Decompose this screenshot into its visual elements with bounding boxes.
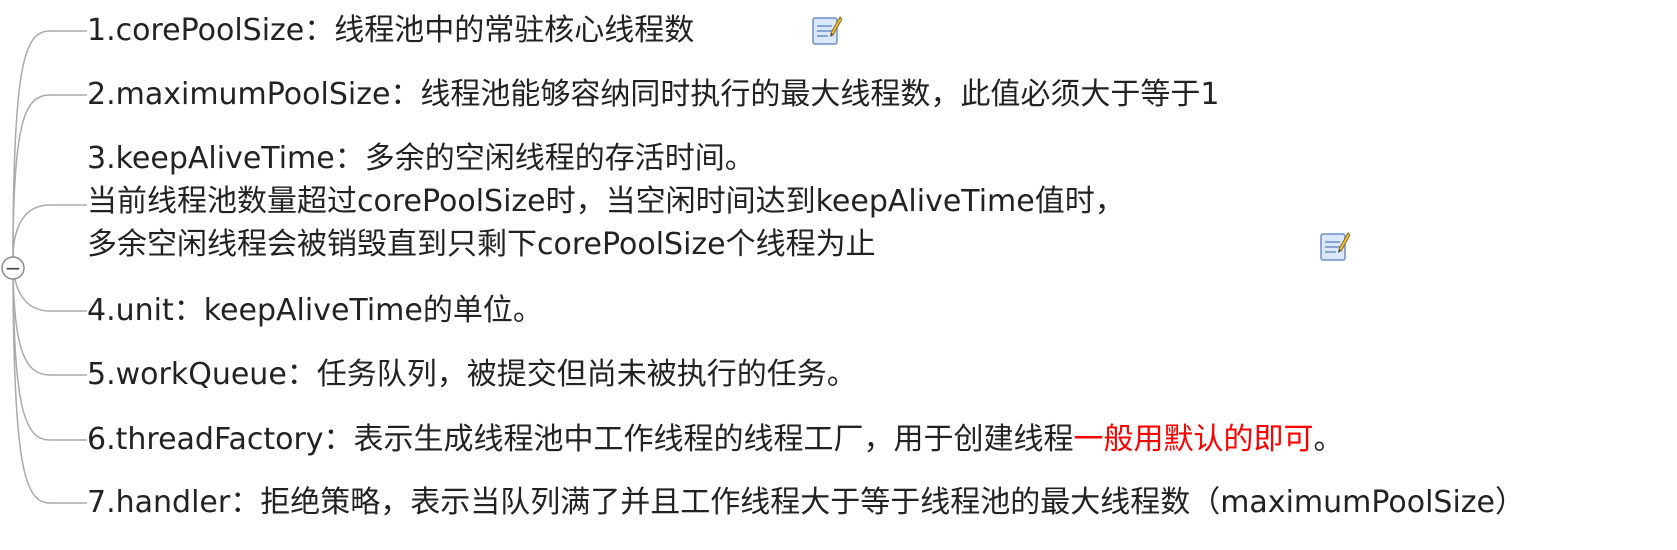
topic-tail: 。 — [1313, 422, 1344, 457]
topic-highlight: 一般用默认的即可 — [1073, 422, 1314, 457]
topic-label: 4.unit：keepAliveTime的单位。 — [87, 293, 543, 328]
note-icon[interactable] — [1318, 229, 1350, 263]
topic-label: 1.corePoolSize：线程池中的常驻核心线程数 — [87, 13, 695, 48]
collapse-symbol: − — [5, 256, 22, 280]
topic-unit[interactable]: 4.unit：keepAliveTime的单位。 — [87, 289, 543, 332]
topic-label: 2.maximumPoolSize：线程池能够容纳同时执行的最大线程数，此值必须… — [87, 77, 1220, 112]
connector-6 — [12, 259, 87, 441]
connector-3 — [12, 204, 87, 261]
topic-label-line: 当前线程池数量超过corePoolSize时，当空闲时间达到keepAliveT… — [87, 184, 1125, 219]
topic-label: 6.threadFactory：表示生成线程池中工作线程的线程工厂，用于创建线程 — [87, 422, 1074, 457]
topic-keep-alive-time[interactable]: 3.keepAliveTime：多余的空闲线程的存活时间。 当前线程池数量超过c… — [87, 137, 1125, 266]
topic-thread-factory[interactable]: 6.threadFactory：表示生成线程池中工作线程的线程工厂，用于创建线程… — [87, 418, 1344, 461]
topic-maximum-pool-size[interactable]: 2.maximumPoolSize：线程池能够容纳同时执行的最大线程数，此值必须… — [87, 73, 1220, 116]
note-icon[interactable] — [810, 13, 842, 47]
topic-label-line: 3.keepAliveTime：多余的空闲线程的存活时间。 — [87, 141, 755, 176]
collapse-toggle[interactable]: − — [1, 256, 25, 280]
topic-work-queue[interactable]: 5.workQueue：任务队列，被提交但尚未被执行的任务。 — [87, 353, 857, 396]
topic-handler[interactable]: 7.handler：拒绝策略，表示当队列满了并且工作线程大于等于线程池的最大线程… — [87, 481, 1525, 524]
topic-core-pool-size[interactable]: 1.corePoolSize：线程池中的常驻核心线程数 — [87, 9, 694, 52]
connector-2 — [12, 94, 87, 261]
connector-5 — [12, 259, 87, 376]
connector-1 — [12, 30, 87, 261]
connector-7 — [12, 259, 87, 504]
topic-label: 5.workQueue：任务队列，被提交但尚未被执行的任务。 — [87, 357, 857, 392]
topic-label-line: 多余空闲线程会被销毁直到只剩下corePoolSize个线程为止 — [87, 227, 876, 262]
topic-label: 7.handler：拒绝策略，表示当队列满了并且工作线程大于等于线程池的最大线程… — [87, 485, 1526, 520]
